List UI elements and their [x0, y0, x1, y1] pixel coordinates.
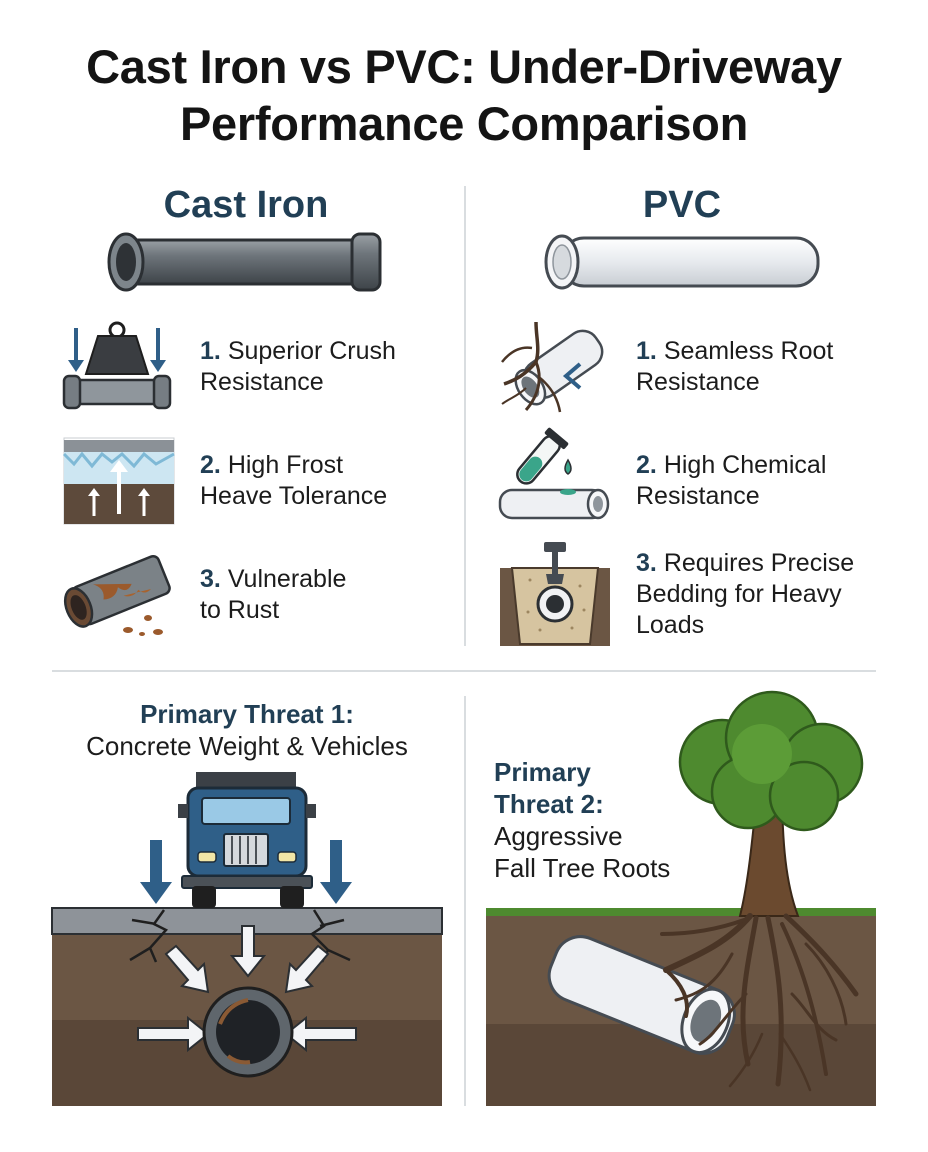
threat-2-label-1: Primary: [494, 757, 591, 787]
feature-number: 2.: [636, 451, 657, 479]
section-divider: [52, 670, 876, 672]
cast-iron-feature-2: 2. High Frost Heave Tolerance: [200, 450, 387, 512]
feature-text-line1: High Chemical: [663, 451, 827, 479]
crush-weight-icon: [62, 321, 172, 410]
threat-2-caption: Primary Threat 2: Aggressive Fall Tree R…: [494, 756, 670, 884]
threat-2-description-2: Fall Tree Roots: [494, 853, 671, 883]
cast-iron-feature-3: 3. Vulnerable to Rust: [200, 564, 346, 626]
title-line-1: Cast Iron vs PVC: Under-Driveway: [86, 40, 842, 93]
feature-text-line2: Resistance: [636, 368, 760, 396]
column-divider-bottom: [464, 696, 466, 1106]
cast-iron-feature-1: 1. Superior Crush Resistance: [200, 336, 396, 398]
feature-number: 2.: [200, 451, 221, 479]
feature-text-line2: Resistance: [200, 368, 324, 396]
pvc-feature-1: 1. Seamless Root Resistance: [636, 336, 833, 398]
threat-1-caption: Primary Threat 1: Concrete Weight & Vehi…: [52, 698, 442, 762]
feature-text-line1: High Frost: [227, 451, 344, 479]
pvc-feature-3: 3. Requires Precise Bedding for Heavy Lo…: [636, 548, 854, 641]
feature-text-line2: to Rust: [200, 596, 280, 624]
title-line-2: Performance Comparison: [179, 97, 748, 150]
feature-number: 3.: [636, 549, 657, 577]
feature-text-line3: Loads: [636, 611, 705, 639]
frost-heave-icon: [62, 437, 175, 525]
cast-iron-heading: Cast Iron: [163, 184, 329, 226]
chemical-test-tube-icon: [498, 427, 610, 520]
tree-root-illustration: [486, 690, 876, 1106]
feature-number: 1.: [200, 337, 221, 365]
feature-text-line2: Heave Tolerance: [200, 482, 388, 510]
pvc-pipe-icon: [544, 234, 820, 290]
threat-1-description: Concrete Weight & Vehicles: [86, 731, 408, 761]
vehicle-load-illustration: [51, 772, 443, 1106]
feature-number: 3.: [200, 565, 221, 593]
feature-text-line2: Bedding for Heavy: [636, 580, 842, 608]
cast-iron-pipe-icon: [107, 232, 382, 292]
page-title: Cast Iron vs PVC: Under-Driveway Perform…: [0, 38, 928, 152]
root-pipe-icon: [501, 321, 604, 413]
feature-text-line2: Resistance: [636, 482, 760, 510]
trench-bedding-icon: [500, 542, 610, 646]
column-divider-top: [464, 186, 466, 646]
feature-text-line1: Seamless Root: [663, 337, 834, 365]
pvc-feature-2: 2. High Chemical Resistance: [636, 450, 826, 512]
feature-text-line1: Vulnerable: [227, 565, 347, 593]
feature-number: 1.: [636, 337, 657, 365]
threat-1-label: Primary Threat 1:: [140, 699, 354, 729]
rusted-pipe-icon: [63, 554, 171, 636]
threat-2-label-2: Threat 2:: [494, 789, 604, 819]
feature-text-line1: Requires Precise: [663, 549, 855, 577]
pvc-heading: PVC: [642, 184, 722, 226]
feature-text-line1: Superior Crush: [227, 337, 396, 365]
threat-2-description-1: Aggressive: [494, 821, 623, 851]
